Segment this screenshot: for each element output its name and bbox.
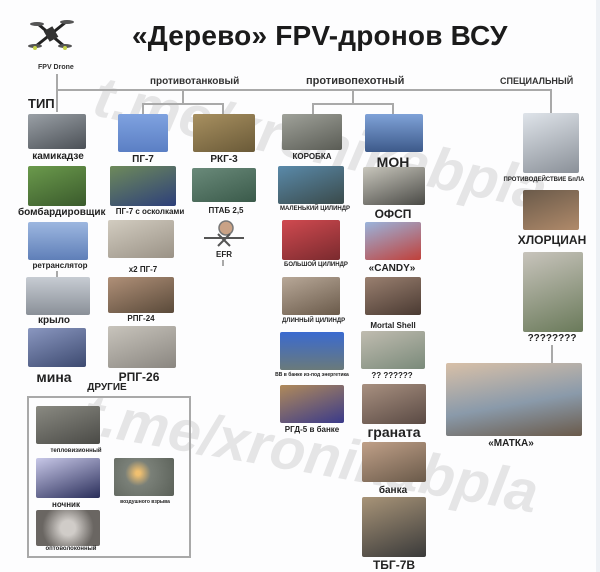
label-long-cylinder: ДЛИННЫЙ ЦИЛИНДР — [282, 318, 346, 324]
tree-line — [56, 74, 58, 112]
drone-photo-small-cylinder — [278, 166, 344, 204]
label-counter-uav: ПРОТИВОДЕЙСТВИЕ БпЛА — [503, 177, 585, 183]
label-rkg3: РКГ-3 — [210, 154, 238, 165]
drone-photo-mine — [28, 328, 86, 367]
category-antipersonnel: противопехотный — [306, 75, 405, 87]
drone-photo-grenade — [362, 384, 426, 424]
label-mine: мина — [36, 369, 72, 385]
tree-line — [222, 103, 224, 117]
drone-photo-ptab — [192, 168, 256, 202]
label-efr: EFR — [216, 250, 232, 259]
right-border — [596, 0, 600, 572]
label-box: КОРОБКА — [292, 152, 332, 161]
label-wing: крыло — [38, 315, 70, 326]
label-fiber-optic: оптоволоконный — [45, 546, 97, 552]
drone-photo-night — [36, 458, 100, 498]
drone-photo-box — [282, 114, 342, 150]
fpv-drone-logo-icon — [26, 10, 76, 58]
drone-photo-candy — [365, 222, 421, 260]
label-tbg7v: ТБГ-7В — [372, 558, 416, 572]
others-group-box — [27, 396, 191, 558]
drone-photo-fiber-optic — [36, 510, 100, 546]
label-night: ночник — [52, 500, 80, 509]
logo-label: FPV Drone — [38, 64, 74, 71]
category-type: ТИП — [28, 96, 55, 111]
label-ptab: ПТАБ 2,5 — [208, 206, 244, 215]
drone-photo-big-cylinder — [282, 220, 340, 260]
label-mon: МОН — [376, 154, 410, 170]
tree-line — [312, 103, 314, 117]
drone-photo-pg7-fragments — [110, 166, 176, 206]
tree-line — [142, 103, 144, 117]
label-can: банка — [378, 485, 408, 496]
drone-photo-rpg26 — [108, 326, 176, 368]
drone-photo-mothership — [446, 363, 582, 436]
label-x2-pg7: x2 ПГ-7 — [128, 265, 158, 274]
drone-photo-mortal-shell — [365, 277, 421, 315]
label-unknown-special: ???????? — [527, 333, 577, 344]
drone-photo-thermal — [36, 406, 100, 444]
drone-photo-mon — [365, 114, 423, 152]
label-rpg26: РПГ-26 — [118, 370, 160, 384]
drone-photo-ofsp — [363, 167, 425, 205]
page-title: «Дерево» FPV-дронов ВСУ — [132, 20, 508, 51]
category-antitank: противотанковый — [150, 76, 240, 87]
category-special: СПЕЦИАЛЬНЫЙ — [500, 76, 574, 86]
tree-line — [392, 103, 394, 117]
drone-photo-wing — [26, 277, 90, 315]
tree-line — [142, 103, 224, 105]
drone-photo-pg7 — [118, 114, 168, 152]
tree-line — [182, 89, 184, 103]
label-thermal: тепловизионный — [50, 448, 102, 454]
label-kamikaze: камикадзе — [32, 151, 84, 162]
label-candy: «CANDY» — [368, 263, 416, 274]
drone-photo-can-explosive — [280, 332, 344, 370]
label-airburst: воздушного взрыва — [120, 499, 170, 505]
drone-photo-cyanogen-chloride — [523, 190, 579, 230]
drone-photo-relay — [28, 222, 88, 260]
label-rgd5-can: РГД-5 в банке — [284, 425, 340, 434]
label-unknown: ?? ?????? — [371, 371, 413, 380]
tree-line — [56, 89, 552, 91]
drone-photo-airburst — [114, 458, 174, 496]
drone-photo-unknown — [361, 331, 425, 369]
label-rpg24: РПГ-24 — [127, 314, 155, 323]
drone-photo-counter-uav — [523, 113, 579, 173]
drone-photo-rkg3 — [193, 114, 255, 152]
drone-photo-x2-pg7 — [108, 220, 174, 258]
label-small-cylinder: МАЛЕНЬКИЙ ЦИЛИНДР — [280, 206, 351, 212]
tree-line — [550, 89, 552, 115]
drone-photo-unknown-special — [523, 252, 583, 332]
drone-photo-rgd5-can — [280, 385, 344, 423]
label-mothership: «МАТКА» — [488, 438, 534, 449]
label-can-explosive: ВВ в банке из-под энергетика — [275, 372, 349, 378]
label-mortal-shell: Mortal Shell — [370, 321, 416, 330]
label-cyanogen-chloride: ХЛОРЦИАН — [517, 233, 587, 247]
drone-photo-tbg7v — [362, 497, 426, 557]
drone-photo-kamikaze — [28, 114, 86, 149]
drone-photo-can — [362, 442, 426, 482]
tree-line — [56, 271, 58, 277]
efr-drone-icon — [200, 218, 248, 248]
drone-photo-long-cylinder — [282, 277, 340, 315]
tree-line — [312, 103, 394, 105]
tree-line — [352, 89, 354, 103]
tree-line — [551, 345, 553, 363]
label-pg7: ПГ-7 — [132, 154, 154, 165]
label-relay: ретранслятор — [32, 261, 88, 270]
label-grenade: граната — [367, 424, 421, 440]
drone-photo-rpg24 — [108, 277, 174, 313]
tree-line — [222, 260, 224, 266]
category-other: ДРУГИЕ — [87, 382, 127, 393]
label-big-cylinder: БОЛЬШОЙ ЦИЛИНДР — [284, 262, 348, 268]
label-bomber: бомбардировщик — [18, 207, 106, 218]
drone-photo-bomber — [28, 166, 86, 206]
label-ofsp: ОФСП — [374, 207, 412, 221]
label-pg7-fragments: ПГ-7 с осколками — [115, 207, 185, 216]
